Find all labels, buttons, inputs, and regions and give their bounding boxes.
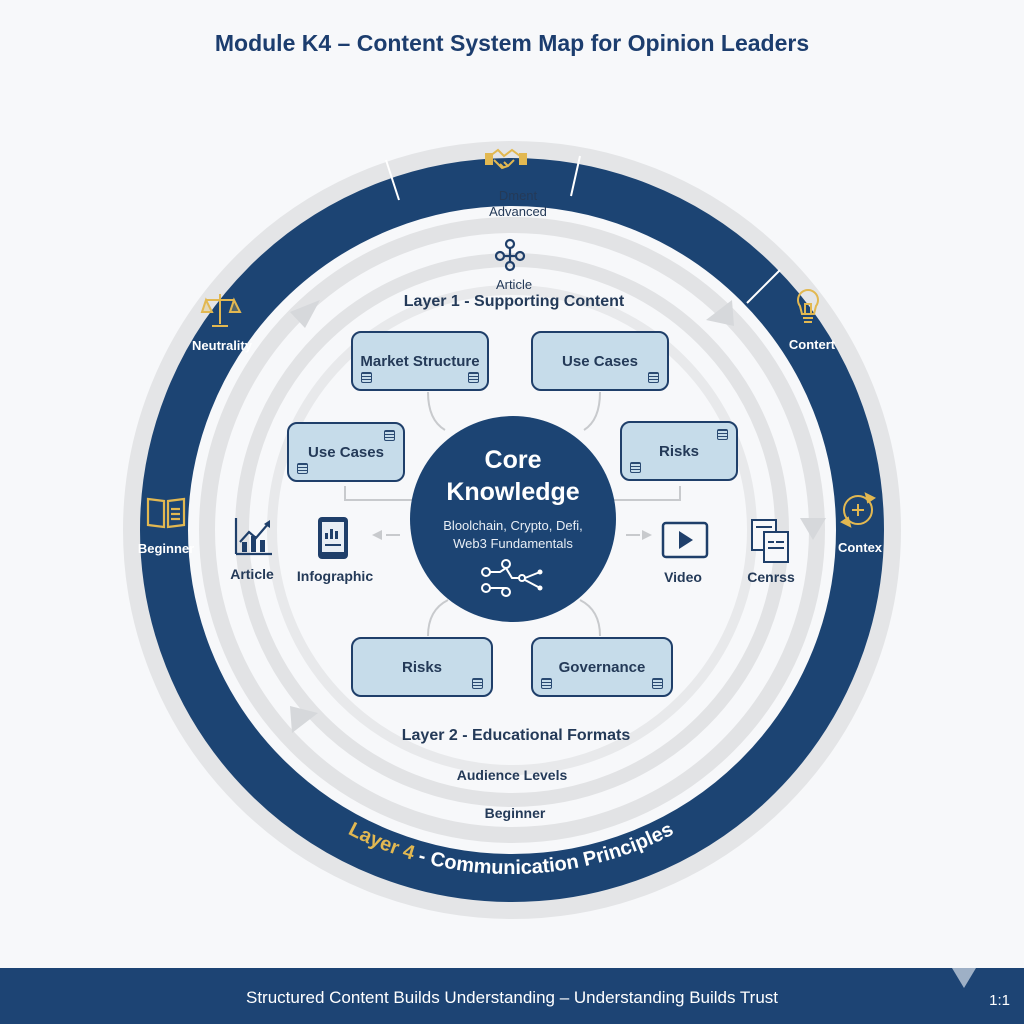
core-subtitle-line1: Bloolchain, Crypto, Defi, xyxy=(443,518,583,533)
footer-notch xyxy=(952,968,976,988)
document-icon xyxy=(472,678,483,689)
format-label-infographic: Infographic xyxy=(296,568,374,584)
segment-label-line1: Dment xyxy=(498,188,538,203)
topic-node-use-cases[interactable]: Use Cases xyxy=(531,331,669,391)
segment-label-context: Contex xyxy=(837,540,883,555)
footer-message: Structured Content Builds Understanding … xyxy=(245,988,779,1007)
segment-label-content: Contert xyxy=(788,337,836,352)
flow-arrow xyxy=(800,518,826,540)
format-label-article: Article xyxy=(230,566,274,582)
arrowhead-left xyxy=(372,530,382,540)
node-label: Governance xyxy=(558,658,646,676)
segment-label-beginner: Beginner xyxy=(137,541,195,556)
video-play-icon xyxy=(661,521,709,559)
format-label-docs: Cenrss xyxy=(747,569,795,585)
node-label: Use Cases xyxy=(308,443,384,461)
cycle-icon xyxy=(840,492,876,528)
layer4-ring xyxy=(140,158,884,902)
document-icon xyxy=(297,463,308,474)
core-title-line1: Core xyxy=(484,446,542,474)
document-icon xyxy=(384,430,395,441)
document-icon xyxy=(468,372,479,383)
chart-growth-icon xyxy=(234,518,272,556)
layer2-ring xyxy=(235,253,789,807)
flow-arrow xyxy=(290,300,320,328)
document-icon xyxy=(652,678,663,689)
tablet-infographic-icon xyxy=(318,517,348,559)
format-label-video: Video xyxy=(664,569,702,585)
core-knowledge-circle[interactable]: Core Knowledge Bloolchain, Crypto, Defi,… xyxy=(410,416,616,622)
documents-icon xyxy=(751,519,789,563)
node-label: Risks xyxy=(658,442,700,460)
core-subtitle-line2: Web3 Fundamentals xyxy=(453,536,573,551)
node-label: Use Cases xyxy=(562,352,638,370)
layer2-title: Layer 2 - Educational Formats xyxy=(401,727,631,744)
topic-node-risks-right[interactable]: Risks xyxy=(620,421,738,481)
layer1-title: Layer 1 - Supporting Content xyxy=(403,293,625,310)
footer-banner: Structured Content Builds Understanding … xyxy=(0,968,1024,1024)
flow-arrow xyxy=(706,300,734,326)
flow-arrow xyxy=(290,706,318,733)
document-icon xyxy=(717,429,728,440)
ring-divider xyxy=(385,159,400,201)
layer3-level: Beginner xyxy=(484,805,546,821)
open-book-icon xyxy=(146,497,186,529)
node-label: Market Structure xyxy=(360,352,480,370)
topic-node-governance[interactable]: Governance xyxy=(531,637,673,697)
node-label: Risks xyxy=(401,658,443,676)
network-icon xyxy=(494,238,526,272)
ring-divider xyxy=(570,155,581,197)
arrowhead-right xyxy=(642,530,652,540)
ring-divider xyxy=(746,269,781,304)
connector-lines xyxy=(344,391,681,637)
document-icon xyxy=(361,372,372,383)
segment-label-top: Dment Advanced xyxy=(489,188,547,220)
layer1-top-label: Article xyxy=(495,277,533,292)
document-icon xyxy=(648,372,659,383)
topic-node-use-cases-left[interactable]: Use Cases xyxy=(287,422,405,482)
handshake-icon xyxy=(485,148,527,170)
page-title: Module K4 – Content System Map for Opini… xyxy=(214,30,810,56)
topic-node-risks[interactable]: Risks xyxy=(351,637,493,697)
document-icon xyxy=(630,462,641,473)
lightbulb-icon xyxy=(797,289,819,323)
scales-icon xyxy=(200,294,242,327)
layer3-title: Audience Levels xyxy=(456,767,568,783)
network-nodes-icon xyxy=(481,559,543,597)
segment-label-line2: Advanced xyxy=(489,204,547,219)
topic-node-market-structure[interactable]: Market Structure xyxy=(351,331,489,391)
core-subtitle: Bloolchain, Crypto, Defi, Web3 Fundament… xyxy=(410,517,616,553)
core-title-line2: Knowledge xyxy=(446,478,580,506)
document-icon xyxy=(541,678,552,689)
aspect-ratio-label: 1:1 xyxy=(989,992,1010,1009)
segment-label-neutrality: Neutrality xyxy=(192,338,252,353)
